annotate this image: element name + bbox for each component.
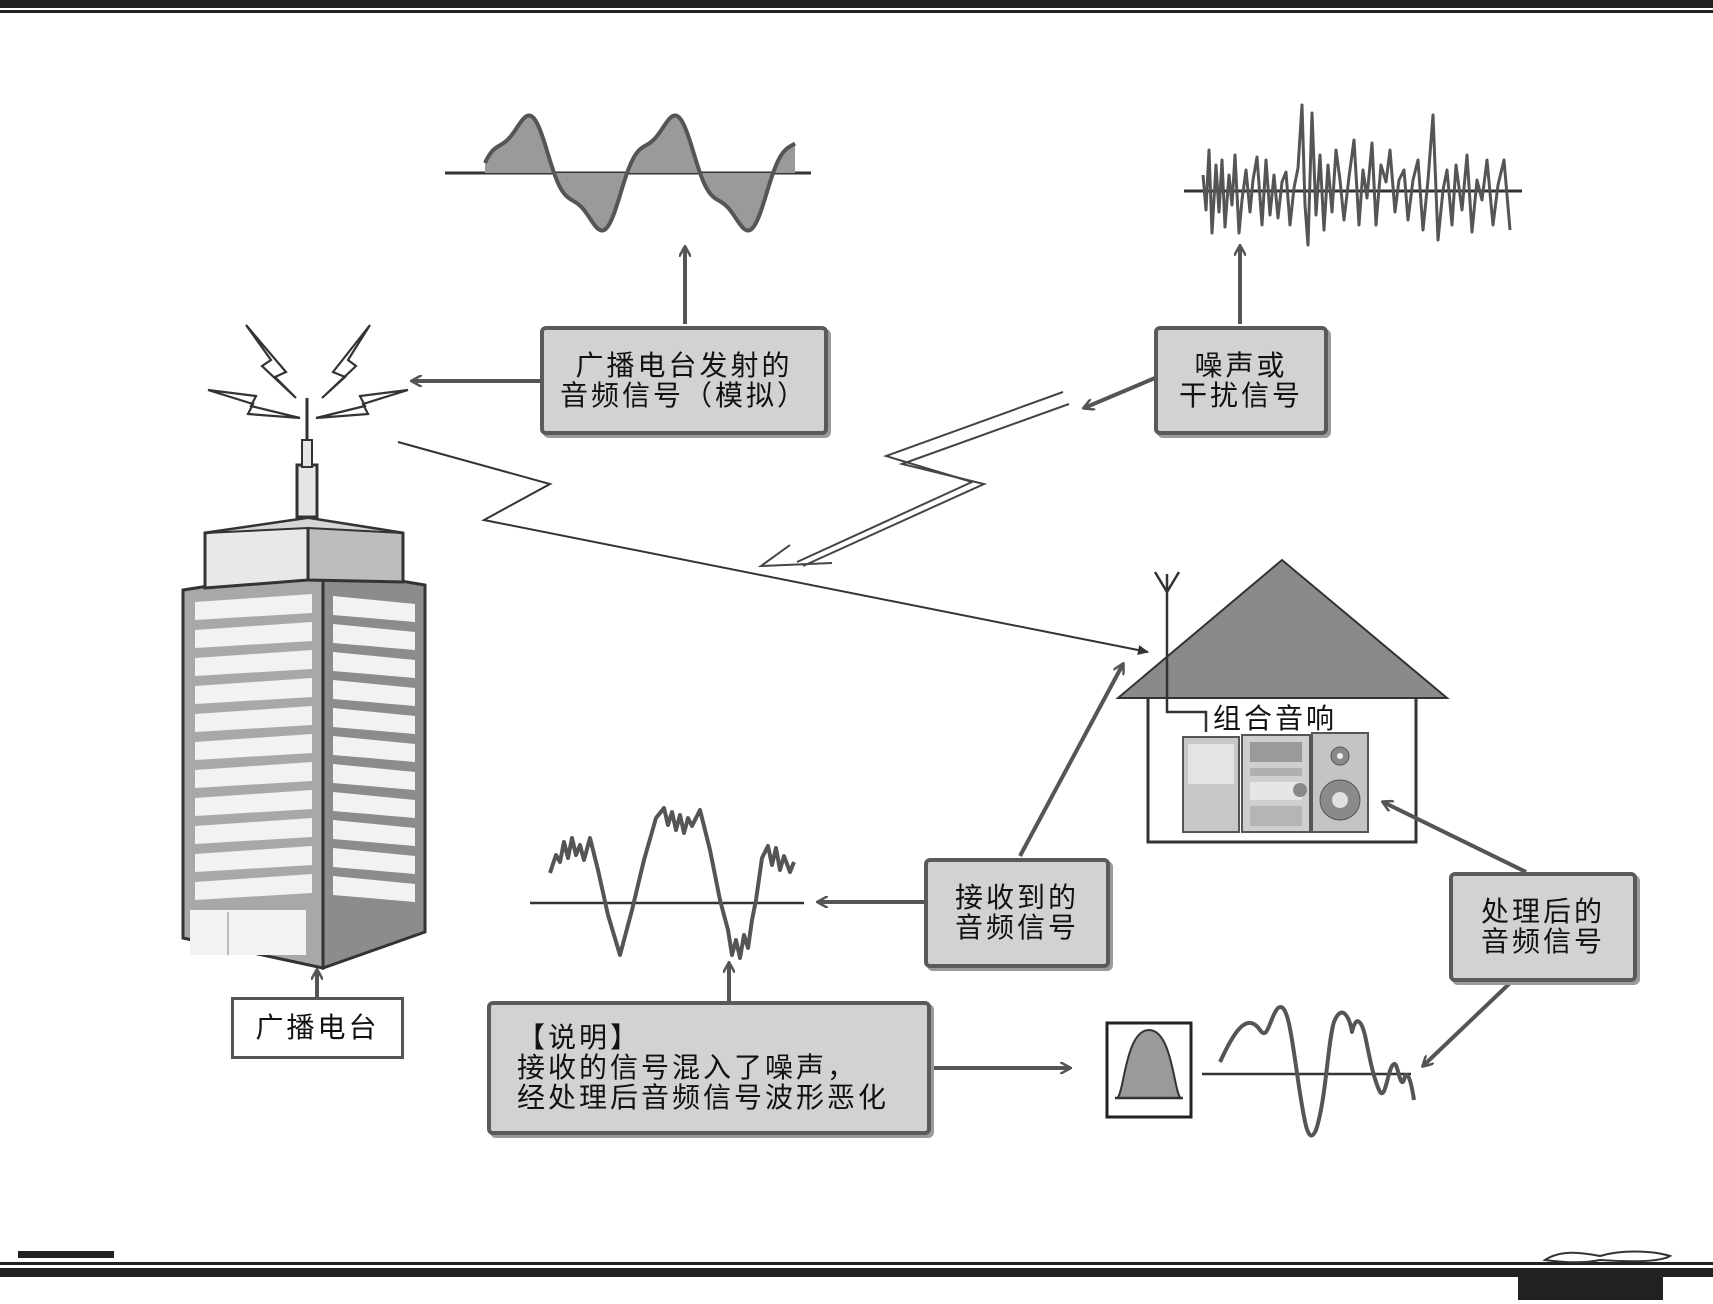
- house-antenna: [1153, 571, 1208, 732]
- arrow-processed-to-stereo: [1383, 802, 1527, 874]
- processed-box: 处理后的 音频信号: [1449, 872, 1637, 982]
- received-line-1: 接收到的: [954, 881, 1079, 914]
- window-left: [195, 818, 312, 844]
- noise-line-2: 干扰信号: [1178, 378, 1303, 412]
- window-right: [333, 820, 415, 846]
- radio-wave-sparks: [207, 324, 409, 420]
- window-left: [195, 622, 312, 648]
- filter-icon: [1105, 1021, 1193, 1119]
- note-title: 【说明】: [517, 1021, 642, 1054]
- bottom-left-mark: [18, 1251, 114, 1258]
- window-right: [333, 708, 415, 734]
- note-line-1: 接收的信号混入了噪声，: [517, 1051, 859, 1084]
- broadcast-signal-path: [397, 441, 1149, 655]
- original-audio-waveform: [445, 113, 811, 233]
- broadcast-tower-building: [181, 398, 427, 971]
- note-line-2: 经处理后音频信号波形恶化: [517, 1081, 890, 1114]
- interference-lightning-path: [757, 391, 1070, 568]
- note-box: 【说明】 接收的信号混入了噪声， 经处理后音频信号波形恶化: [487, 1001, 931, 1135]
- station-label: 广播电台: [255, 1011, 380, 1044]
- top-border: [0, 0, 1713, 8]
- window-right: [333, 876, 415, 902]
- window-left: [195, 790, 312, 816]
- station-signal-box: 广播电台发射的 音频信号（模拟）: [540, 326, 828, 435]
- window-right: [333, 680, 415, 706]
- bottom-border: [0, 1262, 1713, 1265]
- window-right: [333, 848, 415, 874]
- station-signal-line-1: 广播电台发射的: [575, 348, 793, 382]
- station-signal-line-2: 音频信号（模拟）: [559, 378, 808, 412]
- arrow-noise-to-path: [1084, 376, 1156, 408]
- window-right: [333, 764, 415, 790]
- stereo-label: 组合音响: [1213, 702, 1338, 735]
- page-corner-curl: [1542, 1250, 1673, 1264]
- arrows: [317, 246, 1527, 1068]
- window-left: [195, 650, 312, 676]
- station-label-box: 广播电台: [231, 997, 404, 1059]
- window-left: [195, 846, 312, 872]
- window-right: [333, 624, 415, 650]
- window-right: [333, 596, 415, 622]
- processed-line-1: 处理后的: [1480, 895, 1605, 928]
- noise-line-1: 噪声或: [1194, 348, 1288, 382]
- window-right: [333, 736, 415, 762]
- noise-waveform: [1184, 103, 1522, 247]
- processed-waveform: [1202, 1004, 1416, 1138]
- received-box: 接收到的 音频信号: [924, 858, 1110, 968]
- noise-box: 噪声或 干扰信号: [1154, 326, 1328, 435]
- window-left: [195, 678, 312, 704]
- processed-line-2: 音频信号: [1480, 925, 1605, 958]
- stereo-system-icon: [1182, 732, 1369, 833]
- window-left: [195, 734, 312, 760]
- arrow-processed-to-wave: [1423, 981, 1512, 1066]
- window-left: [195, 762, 312, 788]
- window-left: [195, 706, 312, 732]
- window-left: [195, 594, 312, 620]
- window-right: [333, 792, 415, 818]
- window-right: [333, 652, 415, 678]
- window-left: [195, 874, 312, 900]
- arrow-received-to-house: [1018, 664, 1123, 857]
- received-line-2: 音频信号: [954, 911, 1079, 944]
- received-noisy-waveform: [530, 806, 804, 960]
